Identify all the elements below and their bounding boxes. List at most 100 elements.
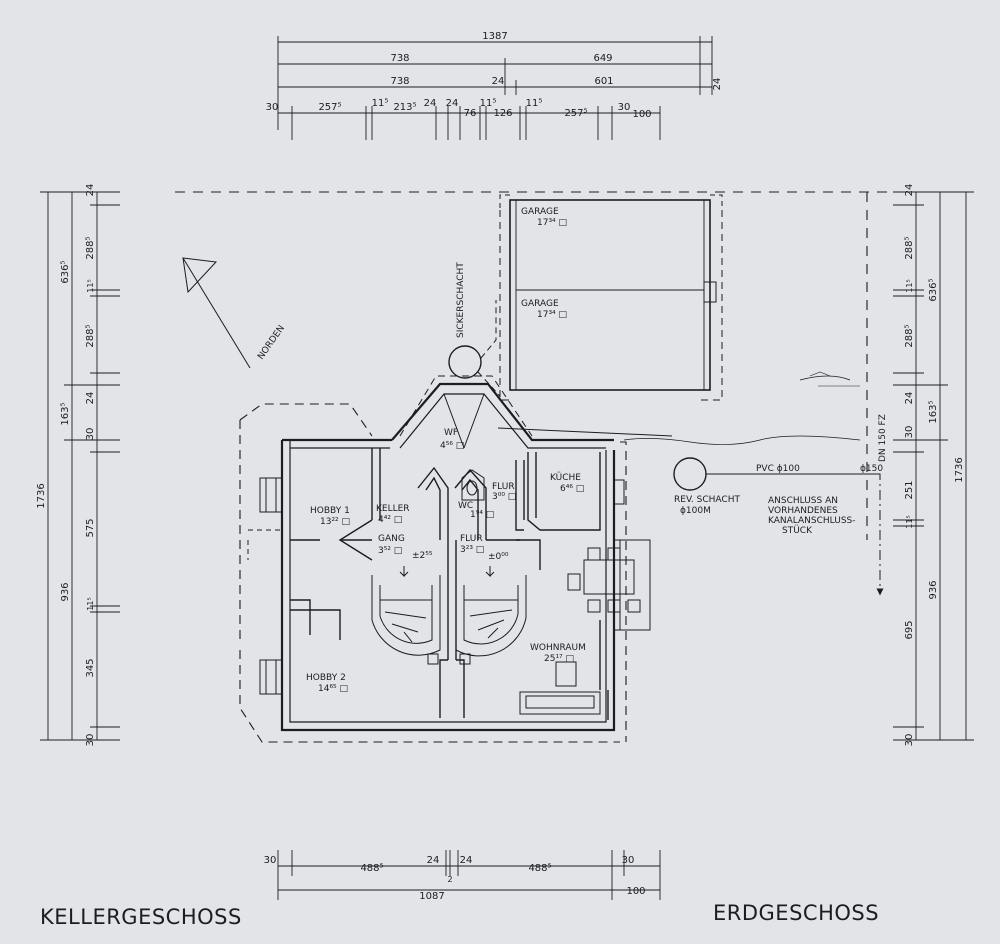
pvc-label: PVC ϕ100 [756, 464, 800, 474]
room-wohnraum-name: WOHNRAUM [530, 643, 586, 653]
dim-right-d2: 288⁵ [904, 236, 915, 259]
dim-right-d3: 11⁵ [905, 279, 914, 292]
dim-top-s8: 11⁵ [480, 98, 497, 109]
living-furniture [519, 547, 641, 715]
dim-top-mid-b: 24 [492, 76, 505, 87]
dim-top-s13: 100 [632, 109, 651, 120]
dim-top-s10: 11⁵ [526, 98, 543, 109]
title-ground-floor: ERDGESCHOSS [713, 901, 879, 925]
dim-left-d6: 30 [85, 428, 96, 441]
dn-label: DN 150 FZ [878, 414, 888, 462]
staircases [371, 566, 527, 665]
dim-right-d10: 30 [904, 734, 915, 747]
garage-block [499, 194, 723, 401]
room-wf-name: WF [444, 428, 458, 438]
dim-right-d7: 251 [904, 480, 915, 499]
dim-left-d1: 24 [85, 184, 96, 197]
dim-right-d5: 24 [904, 392, 915, 405]
dim-bottom-s7: 2 [447, 875, 452, 884]
dim-bottom-s5: 488⁵ [528, 863, 551, 874]
dim-top-s3: 11⁵ [372, 98, 389, 109]
dim-right-b: 163⁵ [928, 400, 939, 423]
dim-left-c: 936 [60, 582, 71, 601]
rev-schacht-label: REV. SCHACHT [674, 495, 740, 505]
level-left: ±2⁵⁵ [412, 551, 433, 561]
sickerschacht-well [448, 300, 501, 397]
room-garage1-area: 17³⁴ □ [537, 218, 567, 228]
room-garage2-area: 17³⁴ □ [537, 310, 567, 320]
dim-top-s7: 76 [464, 108, 477, 119]
dim-top-s11: 257⁵ [564, 108, 587, 119]
bottom-dimension-chains [277, 850, 661, 900]
room-flur2-name: FLUR [460, 534, 483, 544]
top-dimension-labels: 1387 738 649 738 24 601 24 30 257⁵ 11⁵ 2… [266, 31, 723, 120]
north-arrow-icon [182, 257, 251, 369]
room-kueche-name: KÜCHE [550, 472, 581, 483]
dim-left-d3: 11⁵ [86, 279, 95, 292]
room-keller-area: 4⁴² □ [378, 515, 402, 525]
connection-line2: VORHANDENES [768, 506, 838, 516]
connection-line3: KANALANSCHLUSS- [768, 516, 856, 526]
dim-left-b: 163⁵ [60, 402, 71, 425]
left-dimension-labels: 1736 636⁵ 163⁵ 936 24 288⁵ 11⁵ 288⁵ 24 3… [36, 184, 96, 747]
dim-top-s2: 257⁵ [318, 102, 341, 113]
dim-right-d9: 695 [904, 620, 915, 639]
dim-top-s6: 24 [446, 98, 459, 109]
north-label: NORDEN [256, 324, 287, 362]
property-boundary [175, 191, 895, 540]
dim-top-left-a: 738 [390, 53, 409, 64]
dim-left-d7: 575 [85, 518, 96, 537]
windows [259, 477, 651, 695]
dim-bottom-s1: 30 [264, 855, 277, 866]
dim-top-right-b: 601 [594, 76, 613, 87]
dim-left-d9: 345 [85, 658, 96, 677]
rev-diameter-label: ϕ100M [680, 506, 711, 516]
room-hobby1-name: HOBBY 1 [310, 506, 350, 516]
room-gang-area: 3⁵² □ [378, 546, 402, 556]
dim-right-d4: 288⁵ [904, 324, 915, 347]
garage-labels: GARAGE 17³⁴ □ GARAGE 17³⁴ □ [521, 207, 567, 320]
interior-walls [290, 448, 609, 720]
dim-left-a: 636⁵ [60, 260, 71, 283]
room-garage1-name: GARAGE [521, 207, 559, 217]
room-kueche-area: 6⁴⁶ □ [560, 484, 584, 494]
right-dimension-chains [893, 191, 974, 741]
dim-right-d1: 24 [904, 184, 915, 197]
dim-bottom-s2: 488⁵ [360, 863, 383, 874]
drainage-labels: REV. SCHACHT ϕ100M PVC ϕ100 ϕ150 DN 150 … [674, 414, 888, 536]
top-dimension-chains [277, 36, 713, 140]
dim-bottom-s3: 24 [427, 855, 440, 866]
title-basement: KELLERGESCHOSS [40, 905, 242, 929]
phi150-label: ϕ150 [860, 464, 883, 474]
dim-bottom-s6: 30 [622, 855, 635, 866]
dim-top-s5: 24 [424, 98, 437, 109]
room-hobby2-name: HOBBY 2 [306, 673, 346, 683]
dim-top-right-a: 649 [593, 53, 612, 64]
dim-right-a: 636⁵ [928, 278, 939, 301]
dim-top-left-b: 738 [390, 76, 409, 87]
connection-line1: ANSCHLUSS AN [768, 496, 838, 506]
dim-right-c: 936 [928, 580, 939, 599]
dim-left-d8: 11⁵ [86, 597, 95, 610]
room-wohnraum-area: 25¹⁷ □ [544, 654, 574, 664]
sickerschacht-label: SICKERSCHACHT [456, 262, 466, 338]
dim-right-d6: 30 [904, 426, 915, 439]
dim-top-s4: 213⁵ [393, 102, 416, 113]
dim-left-total: 1736 [36, 483, 47, 508]
dim-left-d5: 24 [85, 392, 96, 405]
wc-fixtures [461, 469, 485, 501]
connection-line4: STÜCK [782, 525, 813, 536]
dim-right-total: 1736 [954, 457, 965, 482]
room-hobby2-area: 14⁶⁵ □ [318, 684, 348, 694]
room-flur2-area: 3²³ □ [460, 545, 484, 555]
dim-left-d2: 288⁵ [85, 236, 96, 259]
drainage-lines [497, 371, 884, 596]
room-hobby1-area: 13²² □ [320, 517, 350, 527]
room-garage2-name: GARAGE [521, 299, 559, 309]
room-keller-name: KELLER [376, 504, 410, 514]
dim-right-d8: 11⁵ [905, 515, 914, 528]
right-dimension-labels: 1736 636⁵ 163⁵ 936 24 288⁵ 11⁵ 288⁵ 24 3… [904, 184, 965, 747]
dim-left-d10: 30 [85, 734, 96, 747]
room-flur1-name: FLUR [492, 482, 515, 492]
